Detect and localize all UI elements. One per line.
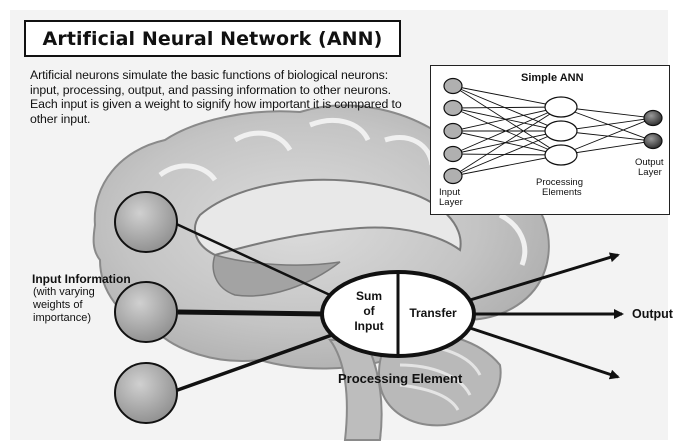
- input-connection-3: [171, 333, 333, 394]
- ann-processing-node-1: [544, 96, 578, 118]
- output-arrow-down: [469, 326, 620, 380]
- ann-input-node-1: [443, 77, 463, 95]
- input-info-line2: weights of: [33, 299, 83, 311]
- output-label: Output: [632, 307, 673, 321]
- simple-ann-title: Simple ANN: [521, 72, 584, 84]
- processing-elements-label-line2: Elements: [542, 187, 582, 198]
- input-node-1: [114, 191, 178, 253]
- processing-element-caption: Processing Element: [338, 371, 463, 386]
- ann-input-node-4: [443, 145, 463, 163]
- input-info-line1: (with varying: [33, 286, 95, 298]
- input-connection-1: [171, 220, 331, 297]
- intro-text: Artificial neurons simulate the basic fu…: [30, 68, 402, 126]
- diagram-title: Artificial Neural Network (ANN): [24, 20, 401, 57]
- ann-processing-node-3: [544, 144, 578, 166]
- ann-input-node-2: [443, 99, 463, 117]
- ann-input-node-3: [443, 122, 463, 140]
- sum-label-line3: Input: [354, 319, 384, 333]
- input-node-3: [114, 362, 178, 424]
- processing-elements-label-line1: Processing: [536, 177, 583, 188]
- input-node-2: [114, 281, 178, 343]
- input-layer-label-line2: Layer: [439, 197, 463, 208]
- output-arrow-up: [469, 252, 620, 302]
- output-layer-label-line2: Layer: [638, 167, 662, 178]
- ann-output-node-2: [643, 132, 663, 150]
- simple-ann-inset: Simple ANN Input Layer Processing Elemen…: [430, 65, 670, 215]
- input-layer-label-line1: Input: [439, 187, 461, 198]
- transfer-label: Transfer: [409, 306, 457, 320]
- ann-processing-node-2: [544, 120, 578, 142]
- ann-output-node-1: [643, 109, 663, 127]
- output-layer-label-line1: Output: [635, 157, 664, 168]
- sum-label-line1: Sum: [355, 289, 382, 303]
- simple-ann-network: [443, 77, 663, 185]
- ann-input-node-5: [443, 167, 463, 185]
- input-info-heading: Input Information: [32, 272, 131, 286]
- input-info-line3: importance): [33, 312, 92, 324]
- input-connection-2: [177, 309, 326, 317]
- sum-label-line2: of: [363, 304, 375, 318]
